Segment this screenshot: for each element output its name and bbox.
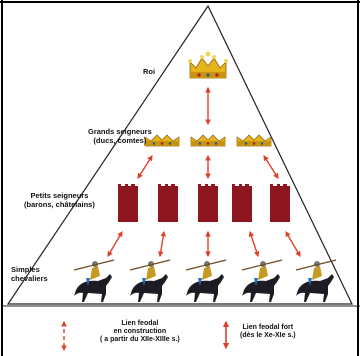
label-grands: Grands seigneurs: [88, 127, 152, 136]
label-petits-sub: (barons, châtelains): [24, 200, 95, 209]
level-label-chevaliers: Simples chevaliers: [11, 265, 48, 283]
legend-fort-line2: (dès le Xe-XIe s.): [240, 332, 296, 339]
coronet-icon: [236, 134, 272, 147]
level-label-petits: Petits seigneurs (barons, châtelains): [24, 191, 95, 209]
legend-construction-line3: ( a partir du XIIe-XIIIe s.): [100, 336, 180, 343]
legend-construction: Lien feodal en construction ( a partir d…: [100, 320, 180, 344]
legend-construction-line2: en construction: [113, 328, 167, 335]
tower-icon: [158, 184, 178, 222]
legend-construction-line1: Lien feodal: [121, 320, 159, 327]
label-grands-sub: (ducs, comtes): [93, 136, 147, 145]
legend-fort-line1: Lien feodal fort: [242, 324, 294, 331]
label-petits: Petits seigneurs: [30, 191, 89, 200]
label-chevaliers: Simples: [11, 265, 40, 274]
arrow-petits-chevaliers-1: [107, 231, 123, 257]
tower-icon: [118, 184, 138, 222]
coronet-icon: [190, 134, 226, 147]
arrow-petits-chevaliers-5: [285, 231, 301, 257]
knight-icon: [185, 259, 227, 302]
tower-icon: [198, 184, 218, 222]
knight-icon: [129, 259, 171, 302]
level-label-grands: Grands seigneurs (ducs, comtes): [88, 127, 152, 145]
knight-icon: [73, 259, 115, 302]
pyramid-outline: [6, 4, 353, 305]
label-roi: Roi: [143, 67, 156, 76]
arrow-petits-chevaliers-2: [157, 230, 167, 258]
knight-icon: [295, 259, 337, 302]
arrow-petits-chevaliers-4: [248, 230, 260, 258]
tower-icon: [232, 184, 252, 222]
coronet-icon: [144, 134, 180, 147]
tower-icon: [270, 184, 290, 222]
label-chevaliers-sub: chevaliers: [11, 274, 48, 283]
legend-fort: Lien feodal fort (dès le Xe-XIe s.): [240, 324, 296, 340]
arrow-grands-petits-left: [137, 155, 153, 179]
knight-icon: [241, 259, 283, 302]
level-label-roi: Roi: [143, 67, 155, 76]
arrow-grands-petits-right: [263, 155, 279, 179]
crown-icon: [188, 51, 228, 79]
